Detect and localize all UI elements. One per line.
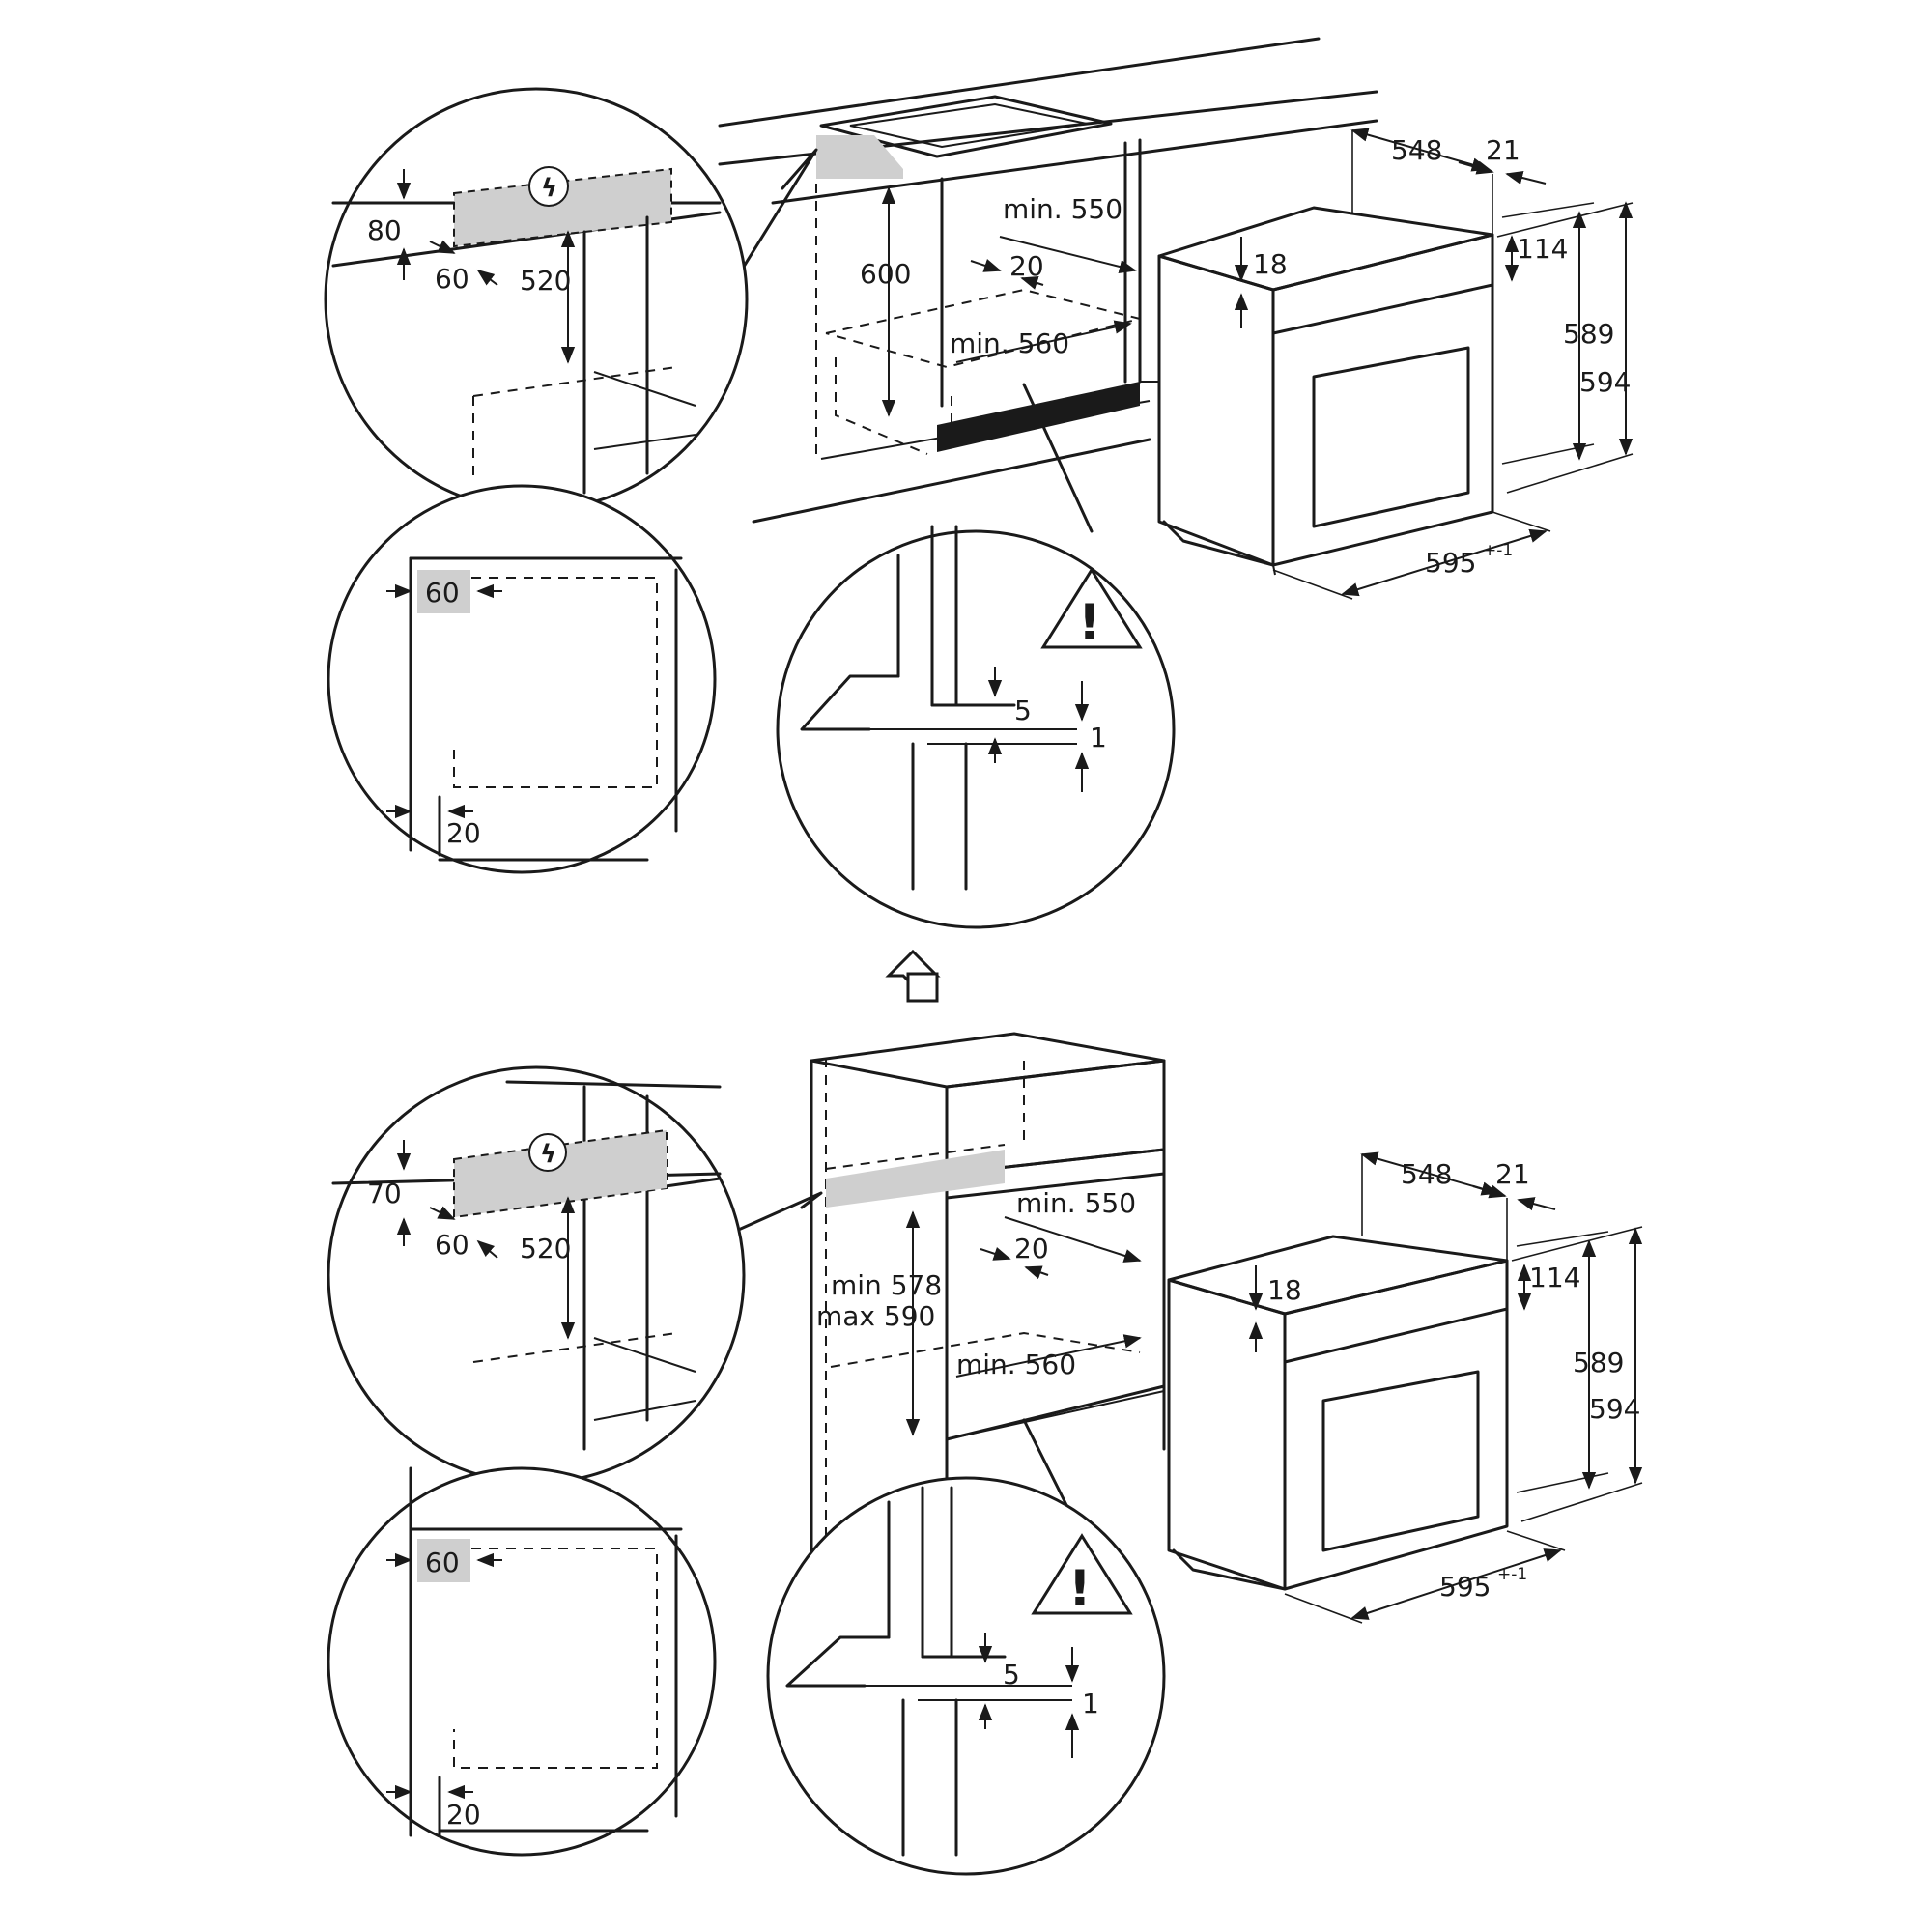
top-circle-side-gap-label: 60 [435,263,469,295]
bottom-oven-height-inner-label: 589 [1573,1347,1624,1378]
bottom-vent-zone [417,1539,470,1582]
top-vent-zone [417,570,470,613]
top-niche-back-gap-label: 20 [1009,250,1044,282]
top-warning-symbol: ! [1078,594,1101,652]
top-socket-zone [816,135,903,179]
top-oven-top-gap-label: 18 [1253,248,1288,280]
bottom-oven-panel-label: 114 [1529,1262,1580,1293]
top-socket-symbol: ϟ [541,174,557,203]
bottom-detail-circle-vent: 60 20 [327,1466,717,1857]
top-cabinet [815,138,1159,455]
bottom-niche-back-gap-label: 20 [1014,1233,1049,1264]
vent-up-arrow-stem [906,972,939,1003]
bottom-warning-gap5-label: 5 [1003,1659,1020,1690]
top-oven [1157,206,1494,576]
top-circle-top-gap-label: 80 [367,214,402,246]
top-circle-height-label: 520 [520,265,571,297]
bottom-oven-depth-label: 548 [1401,1158,1452,1190]
top-circle2-side-gap-label: 60 [425,577,460,609]
top-oven-width-label: 595 [1425,547,1476,579]
top-niche-height-label: 600 [860,258,911,290]
bottom-niche-height-max-label: max 590 [816,1300,935,1332]
bottom-oven-top-gap-label: 18 [1267,1274,1302,1306]
bottom-warning-symbol: ! [1068,1560,1092,1618]
top-oven-height-total-label: 594 [1579,366,1631,398]
top-scene: 600 min. 550 20 min. 560 548 21 [324,37,1634,929]
bottom-scene: min 578 max 590 min. 550 20 min. 560 548… [327,949,1643,1876]
bottom-socket-icon [528,1133,567,1172]
bottom-detail-circle-socket: ϟ 70 60 520 [327,1065,746,1485]
top-detail-circle-warning: ! 5 1 [776,525,1176,929]
top-socket-icon [528,166,569,207]
top-niche-depth-label: min. 550 [1003,193,1122,225]
top-detail-circle-socket: ϟ 80 60 520 [324,87,749,512]
bottom-socket-zone [826,1150,1005,1208]
bottom-niche-depth-label: min. 550 [1016,1187,1136,1219]
top-oven-panel-label: 114 [1517,233,1568,265]
top-oven-door-label: 21 [1486,134,1520,166]
bottom-niche-height-min-label: min 578 [831,1269,942,1301]
top-warning-icon [1040,567,1143,649]
bottom-circle-height-label: 520 [520,1233,571,1264]
bottom-oven-width-label: 595 [1439,1571,1491,1603]
bottom-circle2-side-gap-label: 60 [425,1547,460,1578]
top-hob [819,95,1113,158]
top-worktop [718,37,1378,524]
top-warning-gap5-label: 5 [1014,695,1032,726]
top-oven-width-tolerance: +-1 [1483,541,1513,560]
top-circle2-bottom-gap-label: 20 [446,817,481,849]
bottom-detail-circle-warning: ! 5 1 [766,1476,1166,1876]
bottom-socket-symbol: ϟ [540,1140,556,1169]
top-niche-width-label: min. 560 [950,327,1069,359]
top-detail-circle-vent: 60 20 [327,484,717,874]
bottom-oven [1167,1235,1509,1591]
bottom-oven-height-total-label: 594 [1589,1393,1640,1425]
bottom-oven-width-tolerance: +-1 [1497,1565,1527,1584]
top-oven-depth-label: 548 [1391,134,1442,166]
bottom-warning-gap1-label: 1 [1082,1688,1099,1719]
bottom-oven-door-label: 21 [1495,1158,1530,1190]
top-warning-gap1-label: 1 [1090,722,1107,753]
bottom-circle-top-gap-label: 70 [367,1178,402,1209]
top-oven-height-inner-label: 589 [1563,318,1614,350]
bottom-warning-icon [1031,1533,1133,1615]
bottom-circle2-bottom-gap-label: 20 [446,1799,481,1831]
bottom-circle-side-gap-label: 60 [435,1229,469,1261]
bottom-niche-width-label: min. 560 [956,1349,1076,1380]
